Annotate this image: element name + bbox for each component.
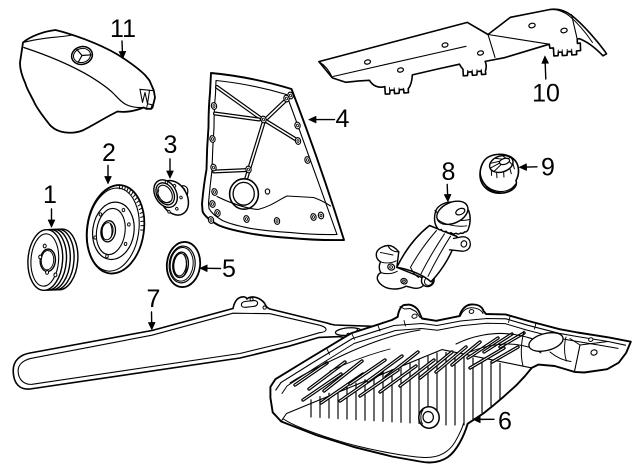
svg-text:7: 7 <box>147 285 161 313</box>
svg-text:2: 2 <box>102 139 116 167</box>
svg-text:5: 5 <box>222 255 236 283</box>
svg-text:1: 1 <box>43 181 57 209</box>
svg-text:11: 11 <box>110 15 136 43</box>
svg-text:10: 10 <box>532 80 560 108</box>
svg-text:9: 9 <box>541 154 555 182</box>
svg-text:3: 3 <box>164 131 178 159</box>
svg-text:4: 4 <box>336 105 350 133</box>
svg-text:8: 8 <box>442 158 456 186</box>
svg-text:6: 6 <box>498 408 512 436</box>
